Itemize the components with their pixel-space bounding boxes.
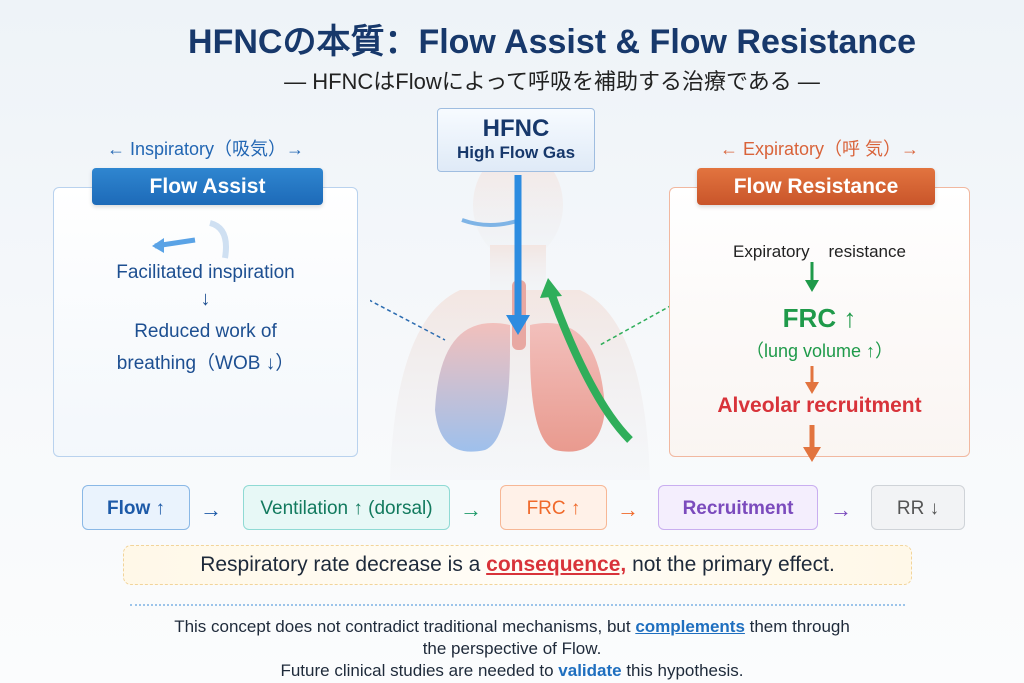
reduced-wob-line2: breathing（WOB ↓） <box>116 353 295 374</box>
inspiratory-label: ← Inspiratory（吸気）→ <box>106 139 305 159</box>
down-arrow-icon: ↓ <box>200 288 211 310</box>
flow-step-flow: Flow ↑ <box>82 485 190 530</box>
page-subtitle: — HFNCはFlowによって呼吸を補助する治療である — <box>284 69 820 94</box>
expiratory-resistance: Expiratory resistance <box>733 242 906 261</box>
hfnc-label-box: HFNC High Flow Gas <box>437 108 595 172</box>
footer-highlight-complements: complements <box>635 617 745 636</box>
alveolar-recruitment: Alveolar recruitment <box>717 394 922 417</box>
footer-line2: the perspective of Flow. <box>422 639 602 658</box>
key-message-callout: Respiratory rate decrease is a consequen… <box>123 545 912 585</box>
footer-text: This concept does not contradict traditi… <box>174 617 636 636</box>
arrow-right-icon: → <box>617 497 639 522</box>
footer-highlight-validate: validate <box>558 661 622 680</box>
breath-in-icon <box>152 220 229 259</box>
outflow-arrow <box>546 288 633 443</box>
arrow-right-icon: → <box>460 497 482 522</box>
left-lung <box>435 323 510 452</box>
right-lung <box>530 323 605 452</box>
lung-volume: （lung volume ↑） <box>745 341 894 361</box>
arrow-right-icon: → <box>200 497 222 522</box>
callout-text: Respiratory rate decrease is a <box>200 553 487 576</box>
callout-highlight: consequence, <box>486 553 627 576</box>
reduced-wob-line1: Reduced work of <box>134 321 277 342</box>
flow-resistance-panel <box>669 187 970 457</box>
page-title: HFNCの本質：Flow Assist & Flow Resistance <box>188 23 916 61</box>
arrow-right-icon: → <box>830 497 852 522</box>
footer-line1: This concept does not contradict traditi… <box>0 617 1024 637</box>
flow-step-frc: FRC ↑ <box>500 485 607 530</box>
hfnc-title: HFNC <box>482 115 550 142</box>
flow-step-recruitment: Recruitment <box>658 485 818 530</box>
expiratory-label: ← Expiratory（呼 気）→ <box>719 139 920 159</box>
footer-text: Future clinical studies are needed to <box>280 661 559 680</box>
footer-text: this hypothesis. <box>621 661 744 680</box>
footer-line3: Future clinical studies are needed to va… <box>0 661 1024 681</box>
hfnc-subtitle: High Flow Gas <box>456 143 576 162</box>
right-flow-arrows <box>805 262 819 394</box>
flow-assist-header: Flow Assist <box>92 168 323 205</box>
flow-step-ventilation: Ventilation ↑ (dorsal) <box>243 485 450 530</box>
footer-text: them through <box>744 617 850 636</box>
torso-lungs-illustration <box>370 150 670 480</box>
frc-increase: FRC ↑ <box>782 303 857 333</box>
flow-step-rr: RR ↓ <box>871 485 965 530</box>
flow-resistance-header: Flow Resistance <box>697 168 935 205</box>
facilitated-inspiration: Facilitated inspiration <box>116 262 295 283</box>
callout-text-end: not the primary effect. <box>626 553 835 576</box>
divider <box>130 604 905 606</box>
down-arrow-icon <box>803 425 821 462</box>
